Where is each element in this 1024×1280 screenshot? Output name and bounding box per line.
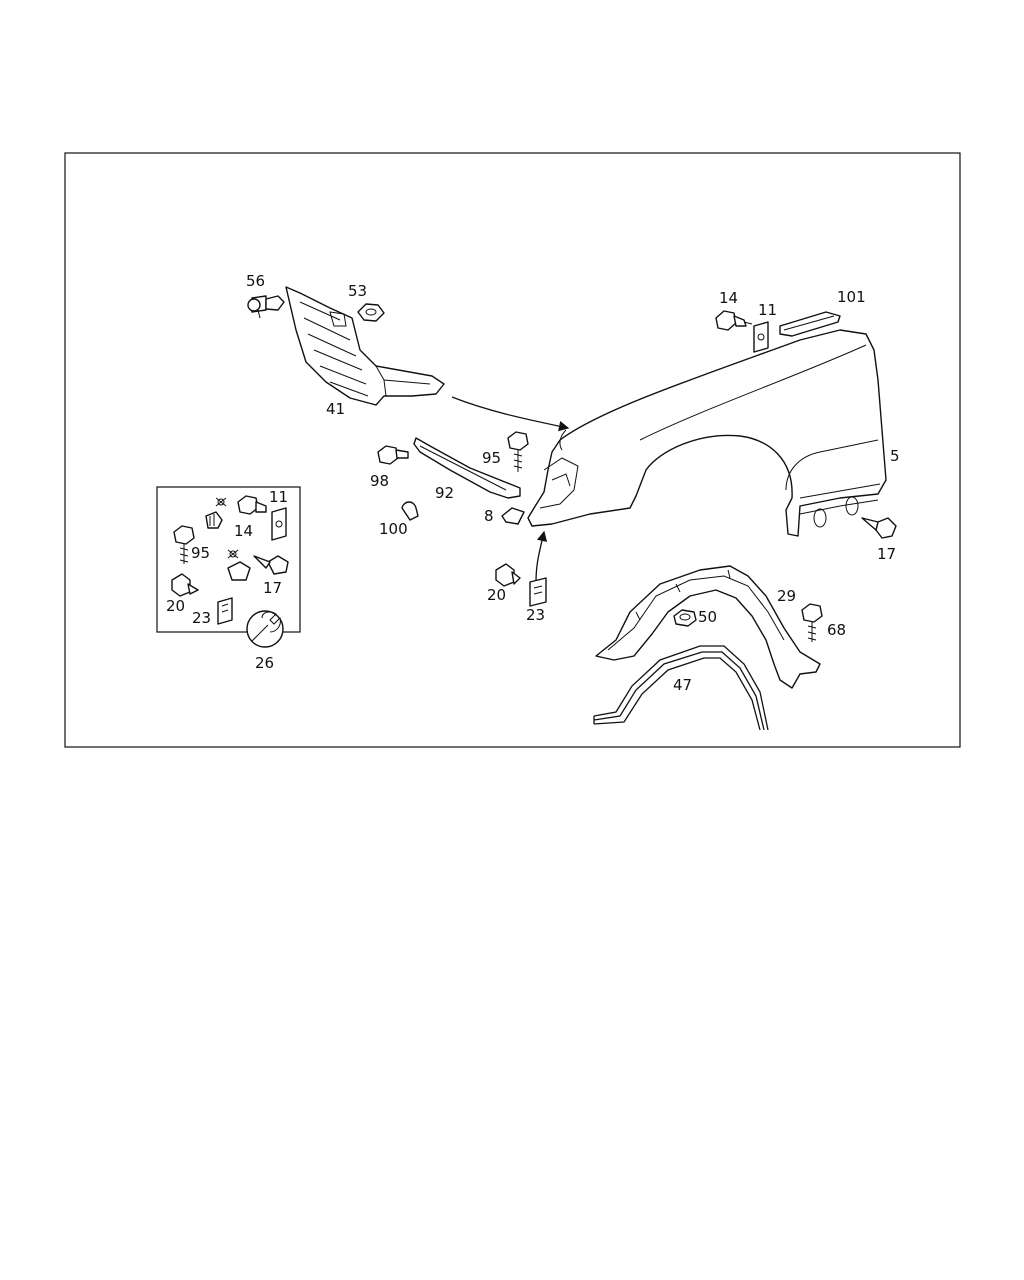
inset-label-26: 26 bbox=[255, 654, 274, 672]
screw-68 bbox=[801, 603, 823, 642]
inset-label-17: 17 bbox=[263, 579, 282, 597]
wrench-icon bbox=[246, 610, 284, 648]
label-17: 17 bbox=[877, 545, 896, 563]
inset-label-20: 20 bbox=[166, 597, 185, 615]
label-23: 23 bbox=[526, 606, 545, 624]
bolt-98 bbox=[377, 445, 409, 465]
label-101: 101 bbox=[837, 288, 866, 306]
label-29: 29 bbox=[777, 587, 796, 605]
label-14: 14 bbox=[719, 289, 738, 307]
label-41: 41 bbox=[326, 400, 345, 418]
label-20: 20 bbox=[487, 586, 506, 604]
clip-nut-20 bbox=[495, 563, 521, 587]
label-68: 68 bbox=[827, 621, 846, 639]
label-98: 98 bbox=[370, 472, 389, 490]
inset-bolt-14 bbox=[237, 495, 267, 515]
push-clip-56 bbox=[247, 295, 285, 319]
label-5: 5 bbox=[890, 447, 900, 465]
inset-clip-plate-11 bbox=[271, 507, 287, 541]
bolt-17 bbox=[861, 517, 897, 539]
label-92: 92 bbox=[435, 484, 454, 502]
label-56: 56 bbox=[246, 272, 265, 290]
inset-clip-icon bbox=[215, 497, 227, 507]
nut-clip-8 bbox=[501, 507, 525, 525]
wheel-arch-liner-29 bbox=[595, 565, 821, 689]
label-50: 50 bbox=[698, 608, 717, 626]
clip-100 bbox=[401, 501, 419, 521]
label-8: 8 bbox=[484, 507, 494, 525]
inset-label-11: 11 bbox=[269, 488, 288, 506]
inset-screw-95 bbox=[173, 525, 195, 564]
assembly-arrow-41 bbox=[451, 396, 570, 432]
trim-strip-101 bbox=[779, 311, 841, 337]
label-95: 95 bbox=[482, 449, 501, 467]
label-100: 100 bbox=[379, 520, 408, 538]
inset-nut-clip bbox=[227, 561, 251, 581]
hardware-kit-inset bbox=[156, 486, 301, 633]
inset-grommet bbox=[205, 511, 223, 529]
diagram-frame bbox=[64, 152, 961, 748]
inset-clip-23 bbox=[217, 597, 233, 625]
inset-label-14: 14 bbox=[234, 522, 253, 540]
inset-label-95: 95 bbox=[191, 544, 210, 562]
label-53: 53 bbox=[348, 282, 367, 300]
wheel-arch-seal-47 bbox=[593, 645, 769, 731]
nut-53 bbox=[357, 303, 385, 322]
air-guide-panel-41 bbox=[285, 286, 445, 406]
screw-95 bbox=[507, 431, 529, 472]
label-11: 11 bbox=[758, 301, 777, 319]
assembly-arrow-20-23 bbox=[535, 530, 548, 583]
bolt-14 bbox=[715, 310, 753, 331]
clip-plate-11 bbox=[753, 321, 769, 353]
bracket-92 bbox=[413, 437, 521, 499]
label-47: 47 bbox=[673, 676, 692, 694]
nut-50 bbox=[673, 609, 697, 627]
inset-clip-nut-20 bbox=[171, 573, 199, 597]
inset-bolt-17 bbox=[253, 555, 289, 575]
inset-clip-icon-2 bbox=[227, 549, 239, 559]
front-fender-5 bbox=[527, 329, 887, 537]
inset-label-23: 23 bbox=[192, 609, 211, 627]
clip-23 bbox=[529, 577, 547, 607]
